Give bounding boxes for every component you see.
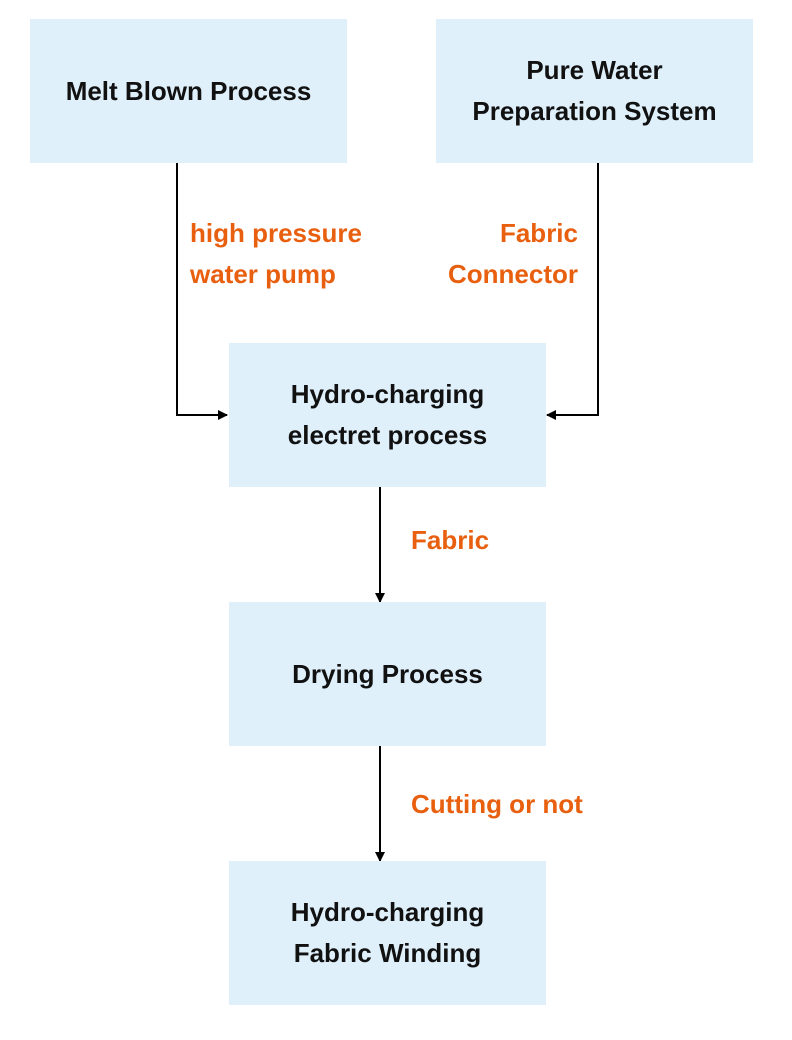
node-label-line: Drying Process — [292, 658, 483, 689]
edge-label-line: high pressure — [190, 218, 362, 248]
edge-label-fabric-connector: Fabric Connector — [448, 213, 578, 295]
edge-label-line: Cutting or not — [411, 789, 583, 819]
edge-label-line: Fabric — [411, 525, 490, 555]
node-hydro-charging-fabric-winding: Hydro-charging Fabric Winding — [229, 861, 546, 1005]
node-label-line: Hydro-charging — [290, 897, 485, 927]
edge-label-fabric: Fabric — [411, 520, 489, 561]
edge-label-line: water pump — [190, 259, 336, 289]
edge-label-line: Fabric — [499, 218, 578, 248]
node-pure-water-preparation-system: Pure Water Preparation System — [436, 19, 753, 163]
node-label-line: Preparation System — [472, 96, 717, 126]
edge-label-cutting-or-not: Cutting or not — [411, 784, 583, 825]
node-label-line: Melt Blown Process — [65, 75, 312, 106]
node-melt-blown-process: Melt Blown Process — [30, 19, 347, 163]
node-label-line: Fabric Winding — [293, 938, 482, 968]
node-label-line: Pure Water — [526, 55, 663, 85]
node-drying-process: Drying Process — [229, 602, 546, 746]
node-label-line: electret process — [287, 420, 488, 450]
edge-label-high-pressure-water-pump: high pressure water pump — [190, 213, 362, 295]
edge-melt-to-hydro — [176, 163, 228, 420]
edge-water-to-hydro — [546, 163, 599, 420]
edge-label-line: Connector — [448, 259, 578, 289]
node-label-line: Hydro-charging — [290, 379, 485, 409]
node-hydro-charging-electret-process: Hydro-charging electret process — [229, 343, 546, 487]
